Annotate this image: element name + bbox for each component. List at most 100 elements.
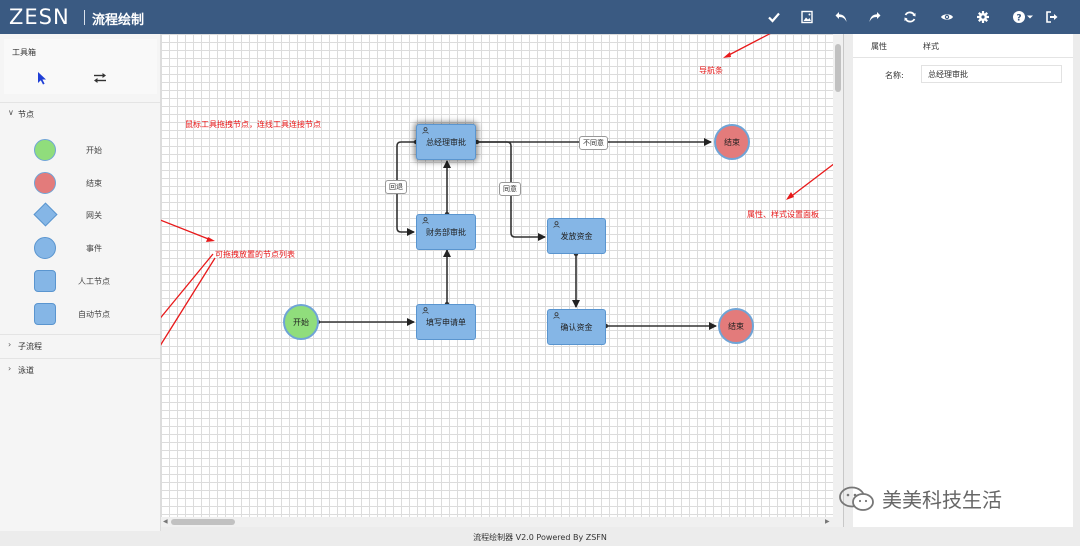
horizontal-scrollbar[interactable]: ◀ ▶ [161, 517, 843, 527]
top-navbar: ZESN 流程绘制 ? [0, 0, 1080, 34]
pointer-tool-icon [38, 72, 46, 85]
flow-node-label: 财务部审批 [426, 227, 466, 237]
redo-button[interactable] [864, 6, 886, 28]
user-icon [422, 127, 429, 134]
logout-button[interactable] [1041, 6, 1063, 28]
properties-tabs: 属性 样式 [853, 34, 1073, 58]
logo-separator [84, 10, 85, 25]
redo-icon [869, 12, 881, 22]
name-input[interactable] [921, 65, 1062, 83]
flow-node-finance[interactable]: 财务部审批 [416, 214, 476, 250]
chevron-down-icon [1026, 15, 1033, 19]
section-nodes[interactable]: ∨ 节点 [0, 102, 160, 124]
annot-arrow-nodes2 [161, 253, 214, 319]
flow-node-disburse[interactable]: 发放资金 [547, 218, 606, 254]
name-label: 名称: [885, 71, 904, 80]
help-icon: ? [1012, 11, 1025, 24]
flow-node-fill-form[interactable]: 填写申请单 [416, 304, 476, 340]
check-icon [768, 12, 780, 23]
node-item-end[interactable]: 结束 [0, 168, 160, 198]
user-icon [553, 312, 560, 319]
node-item-manual[interactable]: 人工节点 [0, 266, 160, 296]
scroll-right-arrow-icon[interactable]: ▶ [825, 518, 830, 525]
refresh-icon [904, 11, 916, 23]
manual-task-icon [34, 270, 56, 292]
user-icon [422, 307, 429, 314]
flow-node-end-reject[interactable]: 结束 [714, 124, 750, 160]
node-item-label: 网关 [86, 211, 102, 220]
horizontal-scroll-thumb[interactable] [171, 519, 235, 525]
watermark-text: 美美科技生活 [882, 488, 1002, 512]
node-item-label: 自动节点 [78, 310, 110, 319]
toolbox: 工具箱 [4, 39, 157, 94]
save-button[interactable] [763, 6, 785, 28]
annot-arrow-nodes1 [161, 219, 212, 241]
section-nodes-label: 节点 [18, 110, 34, 119]
node-item-start[interactable]: 开始 [0, 135, 160, 165]
start-circle-icon [34, 139, 56, 161]
wechat-icon [839, 486, 874, 511]
flow-node-label: 发放资金 [560, 231, 593, 241]
image-export-icon [801, 10, 813, 24]
chevron-down-icon: ∨ [8, 108, 14, 117]
properties-panel: 属性 样式 名称: [853, 34, 1073, 527]
chevron-right-icon: › [8, 364, 12, 373]
section-subprocess-label: 子流程 [18, 342, 42, 351]
gear-icon [977, 11, 989, 23]
footer: 流程绘制器 V2.0 Powered By ZSFN [473, 533, 607, 542]
annotation-navbar: 导航条 [699, 66, 723, 75]
section-subprocess[interactable]: › 子流程 [0, 334, 160, 356]
annotation-tools: 鼠标工具拖拽节点，连线工具连接节点 [185, 120, 321, 129]
node-item-label: 人工节点 [78, 277, 110, 286]
svg-text:?: ? [1016, 14, 1021, 24]
export-image-button[interactable] [796, 6, 818, 28]
flow-node-start[interactable]: 开始 [283, 304, 319, 340]
logout-icon [1046, 11, 1058, 23]
connect-tool-icon [94, 73, 106, 83]
refresh-button[interactable] [899, 6, 921, 28]
help-dropdown-button[interactable]: ? [1009, 6, 1035, 28]
watermark: 美美科技生活 [838, 484, 1002, 513]
section-swimlane-label: 泳道 [18, 366, 34, 375]
edge-label-back[interactable]: 回退 [385, 180, 407, 194]
user-icon [422, 217, 429, 224]
flow-canvas[interactable]: 开始 填写申请单 财务部审批 总经理审批 结束 发放资金 确认资金 结束 回退 … [161, 34, 844, 527]
user-icon [553, 221, 560, 228]
flow-node-gm-selected[interactable]: 总经理审批 [416, 124, 476, 160]
flow-node-label: 确认资金 [560, 322, 593, 332]
node-item-label: 结束 [86, 179, 102, 188]
flow-node-confirm[interactable]: 确认资金 [547, 309, 606, 345]
eye-icon [941, 14, 953, 20]
app-logo: ZESN [9, 5, 70, 29]
node-item-label: 事件 [86, 244, 102, 253]
scroll-left-arrow-icon[interactable]: ◀ [163, 518, 168, 525]
edge-label-agree[interactable]: 同意 [499, 182, 521, 196]
gateway-diamond-icon [33, 202, 58, 227]
node-item-gateway[interactable]: 网关 [0, 200, 160, 230]
annot-arrow-nodes3 [161, 257, 216, 346]
settings-button[interactable] [972, 6, 994, 28]
flow-node-end-finish[interactable]: 结束 [718, 308, 754, 344]
event-circle-icon [34, 237, 56, 259]
node-item-event[interactable]: 事件 [0, 233, 160, 263]
auto-task-icon [34, 303, 56, 325]
end-circle-icon [34, 172, 56, 194]
vertical-scroll-thumb[interactable] [835, 44, 841, 92]
chevron-right-icon: › [8, 340, 12, 349]
flow-node-label: 填写申请单 [426, 317, 466, 327]
pointer-tool[interactable] [32, 69, 52, 87]
annotation-props-panel: 属性、样式设置面板 [747, 210, 819, 219]
edge-label-disagree[interactable]: 不同意 [579, 136, 608, 150]
tab-style[interactable]: 样式 [923, 42, 939, 51]
vertical-scrollbar[interactable] [833, 34, 843, 517]
tab-properties[interactable]: 属性 [871, 42, 887, 51]
undo-button[interactable] [830, 6, 852, 28]
node-item-label: 开始 [86, 146, 102, 155]
annotation-node-list: 可拖拽放置的节点列表 [215, 250, 295, 259]
connect-tool[interactable] [90, 69, 110, 87]
annot-arrow-nav [726, 34, 771, 57]
node-item-auto[interactable]: 自动节点 [0, 299, 160, 329]
section-swimlane[interactable]: › 泳道 [0, 358, 160, 380]
flow-node-label: 总经理审批 [426, 137, 466, 147]
preview-button[interactable] [936, 6, 958, 28]
